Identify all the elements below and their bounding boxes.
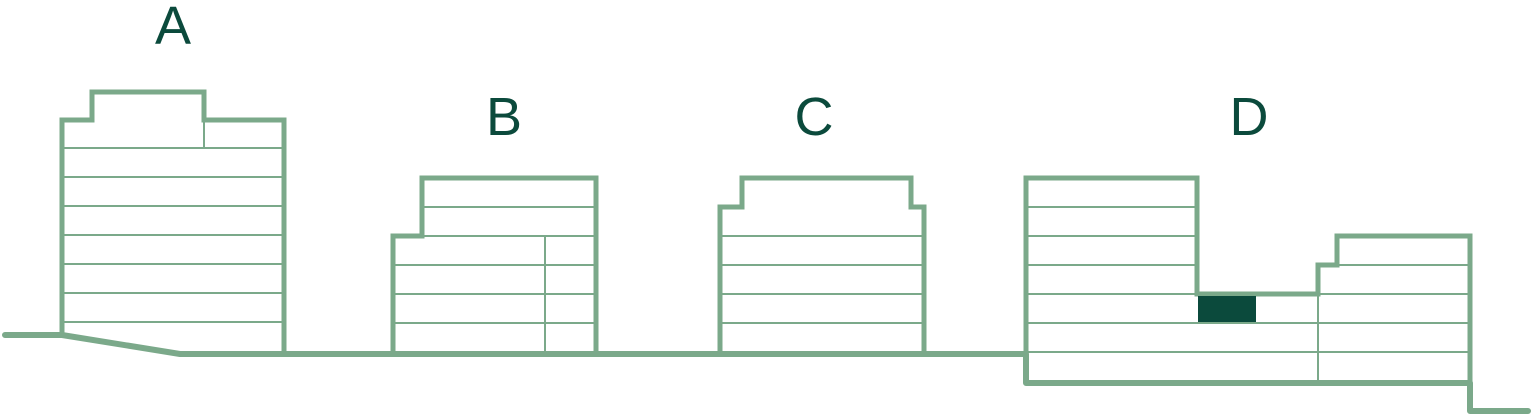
building-a-label: A [155, 0, 191, 56]
building-d-floor-lines [1026, 206, 1470, 383]
building-d [1023, 175, 1473, 383]
building-a-floor-lines [62, 120, 284, 323]
building-c-floor-lines [720, 235, 924, 324]
ground-line [2, 332, 1531, 414]
building-d-label: D [1230, 87, 1269, 147]
building-a [59, 89, 287, 354]
building-b-floor-lines [393, 206, 596, 354]
building-c [717, 175, 927, 354]
building-b-label: B [486, 87, 522, 147]
building-c-label: C [795, 87, 834, 147]
building-d-highlighted-unit [1198, 296, 1256, 322]
building-c-outline [717, 175, 927, 354]
building-a-outline [59, 89, 287, 354]
building-b [390, 175, 599, 354]
building-d-outline [1023, 175, 1473, 383]
